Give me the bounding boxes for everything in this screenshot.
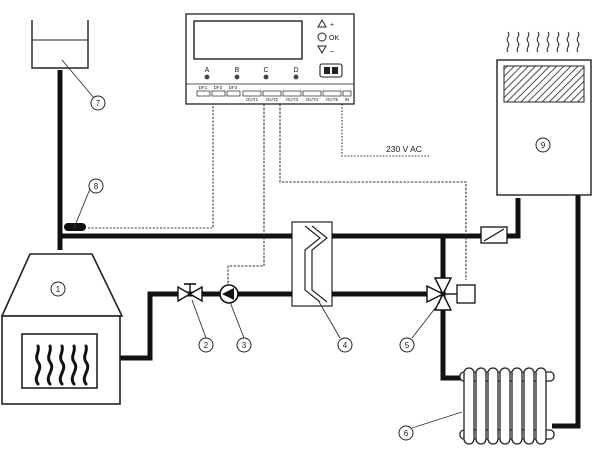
channel-d-label: D: [293, 67, 298, 74]
callout-6: 6: [404, 429, 409, 438]
shutoff-valve: [177, 283, 203, 303]
callout-4-circle: [337, 337, 353, 353]
callout-2-circle: [198, 337, 214, 353]
leader-lines: [61, 59, 463, 429]
controller-unit: + OK – A B C D DF1 DF2 DF3 OUT1 OUT2 OUT…: [185, 13, 355, 105]
callout-4: 4: [343, 341, 348, 350]
channel-b-label: B: [235, 67, 240, 74]
callout-8: 8: [94, 182, 99, 191]
input-df1-label: DF1: [199, 85, 208, 90]
hydraulic-separator: [291, 221, 333, 307]
channel-c-label: C: [263, 67, 268, 74]
check-valve: [480, 226, 508, 244]
pipe-return: [120, 291, 440, 361]
channel-d-led: [293, 74, 299, 80]
wire-230v: [341, 104, 430, 157]
mixing-valve: [426, 277, 476, 311]
callout-9-circle: [535, 137, 551, 153]
callout-9: 9: [541, 141, 546, 150]
ok-label: OK: [329, 35, 339, 42]
input-df3-label: DF3: [229, 85, 238, 90]
wiring: [88, 104, 467, 286]
wire-sensor: [88, 104, 214, 229]
flame-icon: [34, 344, 90, 386]
valve-actuator: [456, 284, 476, 304]
boiler: [0, 253, 124, 405]
callout-numbers: 1 2 3 4 5 6 7 8 9: [56, 99, 546, 438]
minus-label: –: [330, 48, 334, 55]
callout-6-circle: [398, 425, 414, 441]
callout-1: 1: [56, 285, 61, 294]
callout-8-circle: [88, 178, 104, 194]
terminal-block: [196, 90, 352, 97]
output-5-label: OUT5: [326, 97, 339, 102]
callout-3: 3: [242, 341, 247, 350]
callout-5-circle: [399, 337, 415, 353]
output-3-label: OUT3: [286, 97, 299, 102]
output-1-label: OUT1: [246, 97, 259, 102]
radiator: [459, 367, 555, 445]
callout-markers: [50, 95, 551, 441]
input-df2-label: DF2: [214, 85, 223, 90]
controller-display: [193, 20, 303, 60]
output-2-label: OUT2: [266, 97, 279, 102]
down-button[interactable]: [317, 45, 327, 55]
input-in-label: IN: [345, 97, 350, 102]
callout-3-circle: [236, 337, 252, 353]
pipe-heater-return: [552, 195, 581, 429]
power-label: 230 V AC: [386, 144, 422, 154]
temperature-sensor: [64, 223, 86, 231]
callout-7: 7: [96, 99, 101, 108]
water-heater: [496, 31, 592, 196]
output-4-label: OUT4: [306, 97, 319, 102]
channel-c-led: [263, 74, 269, 80]
circulation-pump: [219, 284, 239, 304]
ok-button[interactable]: [317, 32, 327, 42]
callout-5: 5: [405, 341, 410, 350]
channel-a-label: A: [205, 67, 210, 74]
heat-waves-icon: [506, 31, 580, 53]
callout-1-circle: [50, 281, 66, 297]
wire-valve: [279, 104, 467, 280]
battery-icon: [319, 63, 343, 78]
callout-2: 2: [204, 341, 209, 350]
plus-label: +: [330, 22, 334, 29]
channel-a-led: [204, 74, 210, 80]
up-button[interactable]: [317, 18, 327, 28]
channel-b-led: [234, 74, 240, 80]
expansion-tank: [31, 20, 89, 69]
callout-7-circle: [90, 95, 106, 111]
wire-pump: [227, 104, 265, 286]
